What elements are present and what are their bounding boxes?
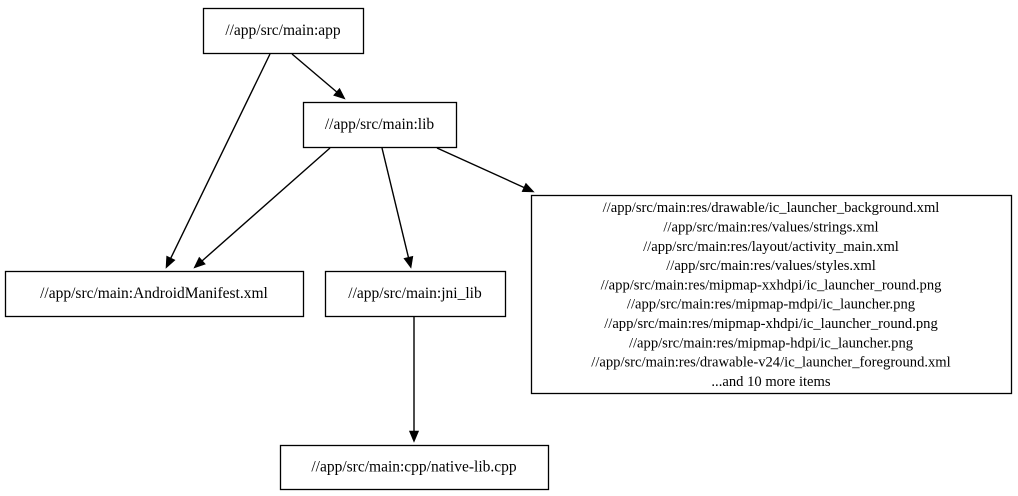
node-label-line: //app/src/main:res/values/strings.xml bbox=[663, 219, 878, 235]
node-label-line: //app/src/main:res/drawable-v24/ic_launc… bbox=[591, 355, 950, 371]
arrowhead-icon bbox=[193, 256, 206, 269]
nodes-layer: //app/src/main:app //app/src/main:lib //ap… bbox=[4, 7, 1013, 491]
node-box[interactable] bbox=[279, 444, 550, 491]
node-box[interactable] bbox=[4, 270, 305, 318]
node-label-line: //app/src/main:res/values/styles.xml bbox=[666, 258, 876, 274]
node-label: //app/src/main:jni_lib bbox=[348, 285, 482, 302]
arrowhead-icon bbox=[521, 182, 535, 193]
edge-lib-to-jni_lib bbox=[381, 147, 414, 269]
node-label: //app/src/main:cpp/native-lib.cpp bbox=[311, 459, 517, 476]
node-label: //app/src/main:AndroidManifest.xml bbox=[40, 285, 268, 302]
edge-line bbox=[291, 53, 338, 93]
arrowhead-icon bbox=[333, 87, 346, 100]
edge-line bbox=[436, 147, 525, 189]
edge-line bbox=[170, 53, 271, 259]
node-label-line: //app/src/main:res/mipmap-mdpi/ic_launch… bbox=[627, 297, 916, 313]
edges-layer bbox=[165, 53, 535, 443]
node-label-line: //app/src/main:res/drawable/ic_launcher_… bbox=[603, 200, 940, 216]
edge-app-to-manifest bbox=[165, 53, 271, 269]
node-label-line: //app/src/main:res/mipmap-hdpi/ic_launch… bbox=[629, 335, 914, 351]
node-app[interactable]: //app/src/main:app bbox=[202, 7, 365, 55]
node-label-line: //app/src/main:res/mipmap-xhdpi/ic_launc… bbox=[604, 316, 938, 332]
node-label: //app/src/main:app bbox=[225, 22, 341, 39]
node-label-line: ...and 10 more items bbox=[711, 374, 830, 390]
edge-line bbox=[201, 147, 331, 262]
node-native_lib[interactable]: //app/src/main:cpp/native-lib.cpp bbox=[279, 444, 550, 491]
arrowhead-icon bbox=[165, 255, 176, 269]
arrowhead-icon bbox=[408, 430, 420, 443]
node-lib[interactable]: //app/src/main:lib bbox=[302, 101, 458, 149]
node-box[interactable] bbox=[302, 101, 458, 149]
node-label: //app/src/main:lib bbox=[325, 116, 435, 133]
node-box[interactable] bbox=[324, 270, 507, 318]
edge-lib-to-manifest bbox=[193, 147, 331, 269]
edge-lib-to-resources bbox=[436, 147, 535, 193]
edge-jni_lib-to-native_lib bbox=[408, 316, 420, 443]
node-resources[interactable]: //app/src/main:res/drawable/ic_launcher_… bbox=[530, 194, 1013, 395]
node-manifest[interactable]: //app/src/main:AndroidManifest.xml bbox=[4, 270, 305, 318]
node-label-line: //app/src/main:res/mipmap-xxhdpi/ic_laun… bbox=[601, 277, 943, 293]
node-box[interactable] bbox=[202, 7, 365, 55]
node-box[interactable] bbox=[530, 194, 1013, 395]
edge-line bbox=[381, 147, 410, 258]
edge-app-to-lib bbox=[291, 53, 346, 100]
arrowhead-icon bbox=[403, 255, 414, 269]
node-label-line: //app/src/main:res/layout/activity_main.… bbox=[643, 239, 899, 255]
node-jni_lib[interactable]: //app/src/main:jni_lib bbox=[324, 270, 507, 318]
